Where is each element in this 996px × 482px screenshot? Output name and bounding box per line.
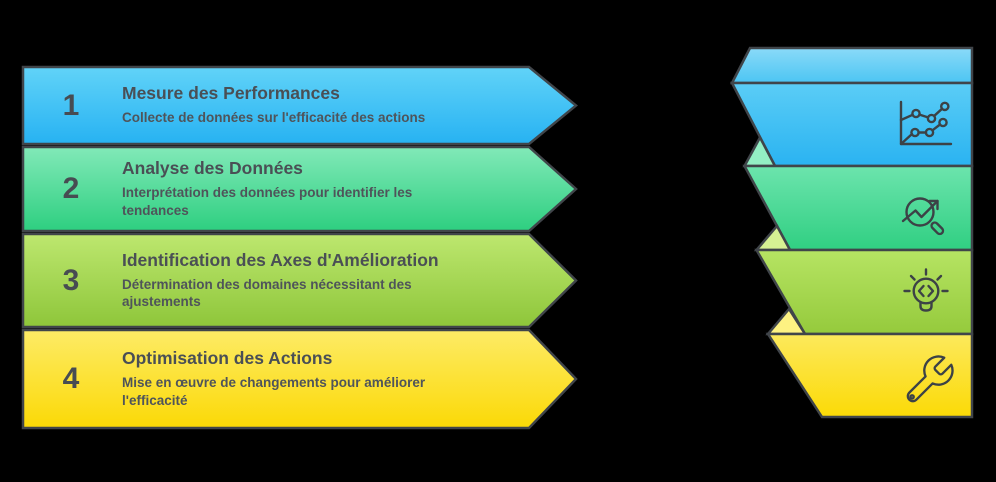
step-arrow-4 [21,328,578,430]
funnel-top-fold [729,46,974,85]
step-title-1: Mesure des Performances [122,83,340,104]
step-subtitle-1: Collecte de données sur l'efficacité des… [122,110,426,126]
step-block-4: Optimisation des Actions Mise en œuvre d… [122,330,526,428]
step-block-2: Analyse des Données Interprétation des d… [122,147,526,231]
step-number-2: 2 [62,172,80,205]
funnel-icons [899,100,954,403]
step-title-3: Identification des Axes d'Amélioration [122,249,439,270]
lightbulb-code-icon [903,268,949,312]
step-subtitle-2: Interprétation des données pour identifi… [122,185,413,218]
magnifier-trend-icon [901,197,945,236]
step-block-1: Mesure des Performances Collecte de donn… [122,67,526,144]
step-arrow-3 [21,232,578,329]
step-subtitle-3: Détermination des domaines nécessitant d… [122,276,412,310]
step-subtitle-4: Mise en œuvre de changements pour amélio… [122,375,426,408]
step-arrow-1 [21,65,578,146]
line-chart-icon [899,100,953,146]
step-number-1: 1 [62,88,80,122]
step-title-4: Optimisation des Actions [122,348,333,369]
step-arrow-2 [21,145,578,233]
step-arrows [21,65,578,430]
step-number-4: 4 [62,362,80,395]
wrench-icon [906,355,954,403]
step-title-2: Analyse des Données [122,158,303,179]
step-number-3: 3 [62,263,80,297]
step-block-3: Identification des Axes d'Amélioration D… [122,234,526,327]
